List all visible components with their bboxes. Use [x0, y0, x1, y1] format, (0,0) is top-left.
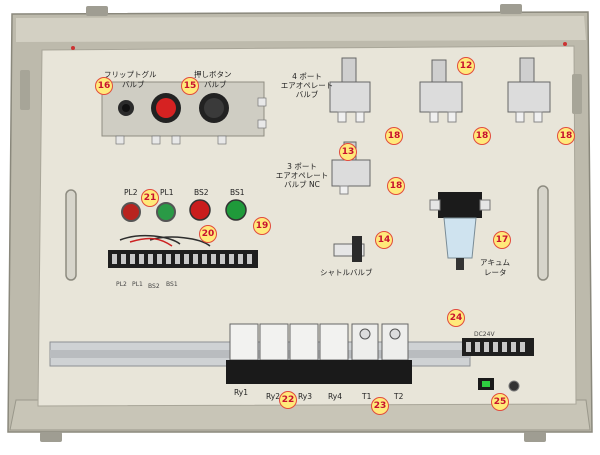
- dc24v-screws: [466, 342, 525, 352]
- three-port-label-line2: エアオペレート: [275, 171, 329, 180]
- terminal-screws: [112, 254, 252, 264]
- callout-badge: 24: [447, 309, 465, 327]
- four-port-valve-2: [419, 59, 463, 123]
- callout-badge: 22: [279, 391, 297, 409]
- four-port-label-line2: エアオペレート: [280, 81, 334, 90]
- left-clasp: [20, 70, 30, 110]
- flip-toggle-label-line2: バルブ: [122, 80, 145, 89]
- terminal-label-bs2: BS2: [148, 283, 160, 290]
- bs1-label: BS1: [230, 188, 245, 197]
- callout-badge: 17: [493, 231, 511, 249]
- bottom-hinge-right: [524, 432, 546, 442]
- bottom-hinge-left: [40, 432, 62, 442]
- top-frame-lip: [16, 16, 586, 42]
- accumulator-label-line1: アキュム: [480, 258, 510, 267]
- callout-badge: 21: [141, 189, 159, 207]
- pilot-lamp-pl2: [121, 202, 141, 222]
- callout-badge: 18: [557, 127, 575, 145]
- callout-badge: 25: [491, 393, 509, 411]
- three-port-label-line3: バルブ NC: [284, 180, 320, 189]
- four-port-label-line3: バルブ: [295, 90, 319, 99]
- right-clasp: [572, 74, 582, 114]
- callout-badge: 16: [95, 77, 113, 95]
- power-switch-lamp: [482, 381, 490, 387]
- callout-badge: 14: [375, 231, 393, 249]
- push-button-red: [156, 98, 176, 118]
- shuttle-valve: [333, 236, 365, 262]
- push-button-black: [204, 98, 224, 118]
- callout-badge: 12: [457, 57, 475, 75]
- relay-ry4: [316, 323, 352, 384]
- callout-badge: 23: [371, 397, 389, 415]
- push-button-bs2: [189, 199, 211, 221]
- timer-t2: [378, 323, 412, 384]
- callout-badge: 18: [473, 127, 491, 145]
- four-port-valve-3: [507, 57, 551, 123]
- t2-label: T2: [394, 392, 404, 401]
- four-port-valve-1: [329, 57, 371, 123]
- callout-badge: 13: [339, 143, 357, 161]
- callout-badge: 19: [253, 217, 271, 235]
- pl1-label: PL1: [160, 188, 174, 197]
- ry4-label: Ry4: [328, 392, 343, 401]
- top-hinge-left: [86, 6, 108, 16]
- push-button-label-line1: 押しボタン: [194, 70, 232, 79]
- pilot-lamp-pl1: [156, 202, 176, 222]
- push-button-label-line2: バルブ: [204, 80, 227, 89]
- flip-toggle-knob: [122, 104, 130, 112]
- dc24v-label: DC24V: [474, 331, 495, 338]
- lamp-wiring-red: [129, 237, 173, 247]
- ry1-label: Ry1: [234, 388, 249, 397]
- three-port-label-line1: 3 ポート: [287, 162, 317, 171]
- top-hinge-right: [500, 4, 522, 14]
- power-connector: [508, 380, 520, 392]
- four-port-label-line1: 4 ポート: [292, 72, 322, 81]
- callout-badge: 15: [181, 77, 199, 95]
- terminal-label-pl2: PL2: [116, 281, 127, 288]
- left-handle: [65, 189, 77, 281]
- accumulator-filter: [429, 192, 491, 270]
- timer-t1: [348, 323, 382, 384]
- t1-label: T1: [362, 392, 372, 401]
- corner-mark: [563, 42, 567, 46]
- bs2-label: BS2: [194, 188, 209, 197]
- shuttle-valve-label: シャトルバルブ: [320, 268, 373, 277]
- terminal-label-pl1: PL1: [132, 281, 143, 288]
- corner-mark: [71, 46, 75, 50]
- box-fittings: [115, 97, 267, 145]
- callout-badge: 18: [387, 177, 405, 195]
- ry3-label: Ry3: [298, 392, 313, 401]
- push-button-bs1: [225, 199, 247, 221]
- callout-badge: 20: [199, 225, 217, 243]
- pl2-label: PL2: [124, 188, 138, 197]
- right-handle: [537, 185, 549, 281]
- terminal-label-bs1: BS1: [166, 281, 178, 288]
- flip-toggle-label-line1: フリップトグル: [104, 70, 157, 79]
- accumulator-label-line2: レータ: [484, 268, 507, 277]
- ry2-label: Ry2: [266, 392, 281, 401]
- callout-badge: 18: [385, 127, 403, 145]
